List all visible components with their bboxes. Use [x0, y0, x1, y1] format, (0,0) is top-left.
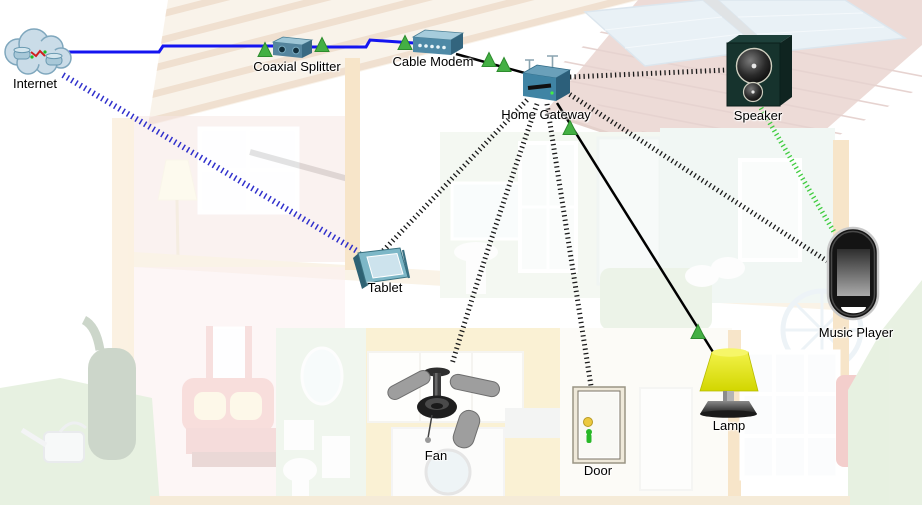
speaker-icon [726, 35, 792, 107]
device-label-home-gateway: Home Gateway [501, 107, 591, 122]
device-fan[interactable] [385, 362, 505, 452]
link-status-triangles [257, 34, 706, 339]
device-label-lamp: Lamp [712, 418, 746, 433]
status-up-triangle [496, 56, 512, 72]
device-label-fan: Fan [424, 448, 448, 463]
ceiling-fan-icon [387, 367, 501, 449]
living-room [134, 267, 345, 500]
device-coaxial-splitter[interactable] [268, 34, 318, 62]
device-label-door: Door [583, 463, 613, 478]
device-speaker[interactable] [724, 33, 796, 109]
link-home-gateway-lamp[interactable] [555, 102, 715, 353]
status-up-triangle [481, 51, 497, 67]
link-internet-coaxial-splitter[interactable] [66, 44, 273, 54]
device-door[interactable] [570, 385, 630, 465]
right-bedroom [600, 128, 864, 412]
wall-divider [345, 58, 360, 270]
dining-area [560, 328, 872, 505]
device-label-cable-modem: Cable Modem [392, 54, 474, 69]
link-coaxial-splitter-cable-modem[interactable] [312, 38, 415, 49]
device-music-player[interactable] [826, 226, 880, 321]
device-label-coaxial-splitter: Coaxial Splitter [253, 59, 341, 74]
status-up-triangle [562, 119, 578, 135]
device-label-tablet: Tablet [367, 280, 403, 295]
status-up-triangle [257, 41, 273, 57]
home-gateway-icon [521, 55, 572, 101]
tablet-icon [353, 247, 411, 289]
internet-cloud-icon [4, 28, 72, 75]
music-player-icon [826, 226, 880, 321]
status-up-triangle [690, 323, 706, 339]
status-up-triangle [314, 36, 330, 52]
device-home-gateway[interactable] [518, 50, 574, 106]
device-lamp[interactable] [692, 346, 762, 418]
link-home-gateway-tablet[interactable] [380, 98, 529, 254]
lamp-icon [699, 348, 759, 418]
device-label-speaker: Speaker [733, 108, 783, 123]
link-internet-tablet[interactable] [61, 72, 359, 254]
coaxial-splitter-icon [271, 36, 314, 58]
cable-modem-icon [411, 29, 465, 55]
link-home-gateway-speaker[interactable] [569, 67, 728, 80]
upper-bathroom [440, 132, 665, 298]
garden [0, 280, 922, 505]
device-label-internet: Internet [12, 76, 58, 91]
device-cable-modem[interactable] [408, 28, 468, 58]
device-internet[interactable] [2, 28, 75, 80]
door-icon [572, 386, 626, 464]
link-home-gateway-fan[interactable] [449, 103, 540, 365]
device-tablet[interactable] [350, 244, 412, 290]
status-up-triangle [397, 34, 413, 50]
link-home-gateway-music-player[interactable] [564, 89, 829, 264]
device-label-music-player: Music Player [818, 325, 894, 340]
link-speaker-music-player[interactable] [758, 106, 837, 234]
lower-bathroom [276, 328, 366, 505]
upper-bedroom [112, 116, 835, 460]
